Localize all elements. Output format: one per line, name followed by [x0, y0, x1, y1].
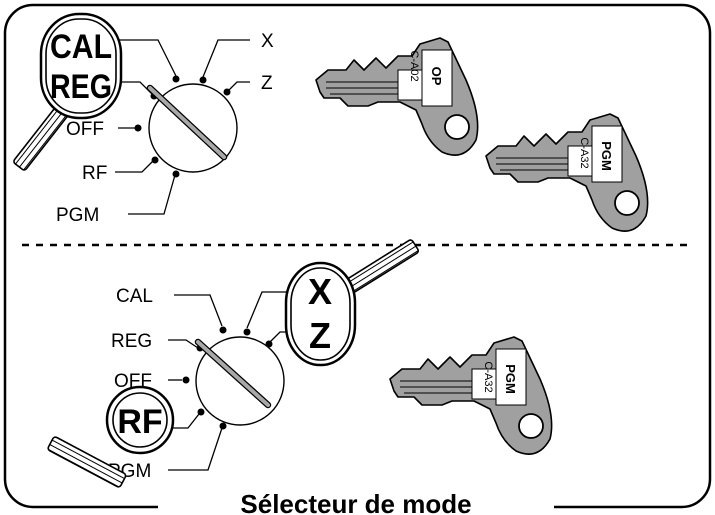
magnified-z: Z: [309, 315, 331, 356]
bottom-label-reg: REG: [111, 331, 152, 352]
diagram-caption: Sélecteur de mode: [158, 482, 554, 515]
key-pgm-bottom-hole: [518, 413, 544, 439]
dot-pgm-b: [219, 422, 227, 430]
magnified-x: X: [308, 271, 332, 312]
leader-rf-b: [172, 413, 200, 429]
dot-off: [134, 124, 142, 132]
bottom-label-cal: CAL: [116, 286, 153, 307]
key-op: [315, 37, 479, 156]
top-label-x: X: [261, 31, 274, 52]
top-mode-dial: [115, 39, 250, 215]
dot-rf-b: [197, 408, 205, 416]
key-pgm-bottom-tag: [495, 348, 527, 406]
key-op-code: C-A02: [408, 50, 420, 81]
dot-pgm: [172, 170, 180, 178]
leader-pgm-b: [168, 427, 223, 471]
leader-rf: [115, 160, 154, 173]
dot-x-b: [243, 328, 251, 336]
bottom-magnifier-xz: X Z: [284, 239, 419, 367]
dot-rf: [151, 156, 159, 164]
leader-cal: [118, 39, 177, 77]
rf-magnifier-lens-inner: [112, 392, 168, 448]
top-magnifier: CAL REG: [13, 12, 123, 171]
dot-off-b: [182, 376, 190, 384]
key-pgm-top: [485, 113, 649, 232]
bottom-magnifier-rf: RF: [47, 385, 175, 488]
xz-magnifier-handle: [343, 239, 419, 294]
leader-z: [228, 81, 250, 91]
key-pgm-top-code: C-A32: [578, 137, 590, 168]
xz-magnifier-lens-inner: [290, 267, 351, 361]
top-label-pgm: PGM: [56, 205, 99, 226]
dot-cal-b: [219, 326, 227, 334]
leader-reg-b: [168, 339, 199, 349]
leader-x-b: [246, 291, 290, 329]
key-pgm-top-tag: [591, 125, 623, 183]
magnified-rf: RF: [117, 403, 162, 441]
top-magnifier-lens-inner: [45, 18, 117, 114]
key-pgm-bottom-code: C-A32: [482, 361, 494, 392]
top-magnified-cal: CAL: [50, 28, 112, 66]
bottom-dial-pointer: [196, 340, 270, 407]
dot-cal: [172, 75, 180, 83]
key-op-mode: OP: [429, 67, 444, 86]
top-magnified-reg: REG: [50, 68, 112, 106]
key-pgm-bottom-mode: PGM: [503, 364, 518, 394]
key-pgm-top-hole: [614, 190, 640, 216]
top-label-z: Z: [261, 73, 273, 94]
key-pgm-top-mode: PGM: [599, 141, 614, 171]
key-op-hole: [444, 114, 470, 140]
top-label-off: OFF: [66, 119, 104, 140]
leader-cal-b: [174, 294, 223, 327]
rf-magnifier-handle: [47, 436, 127, 488]
dot-z: [223, 88, 231, 96]
key-pgm-bottom: [389, 336, 553, 455]
top-label-rf: RF: [82, 163, 107, 184]
top-dial-pointer: [148, 86, 226, 159]
dot-x: [199, 76, 207, 84]
key-op-tag: [421, 49, 453, 107]
leader-pgm: [128, 174, 176, 215]
bottom-mode-dial: [168, 291, 292, 471]
leader-x: [202, 39, 250, 78]
